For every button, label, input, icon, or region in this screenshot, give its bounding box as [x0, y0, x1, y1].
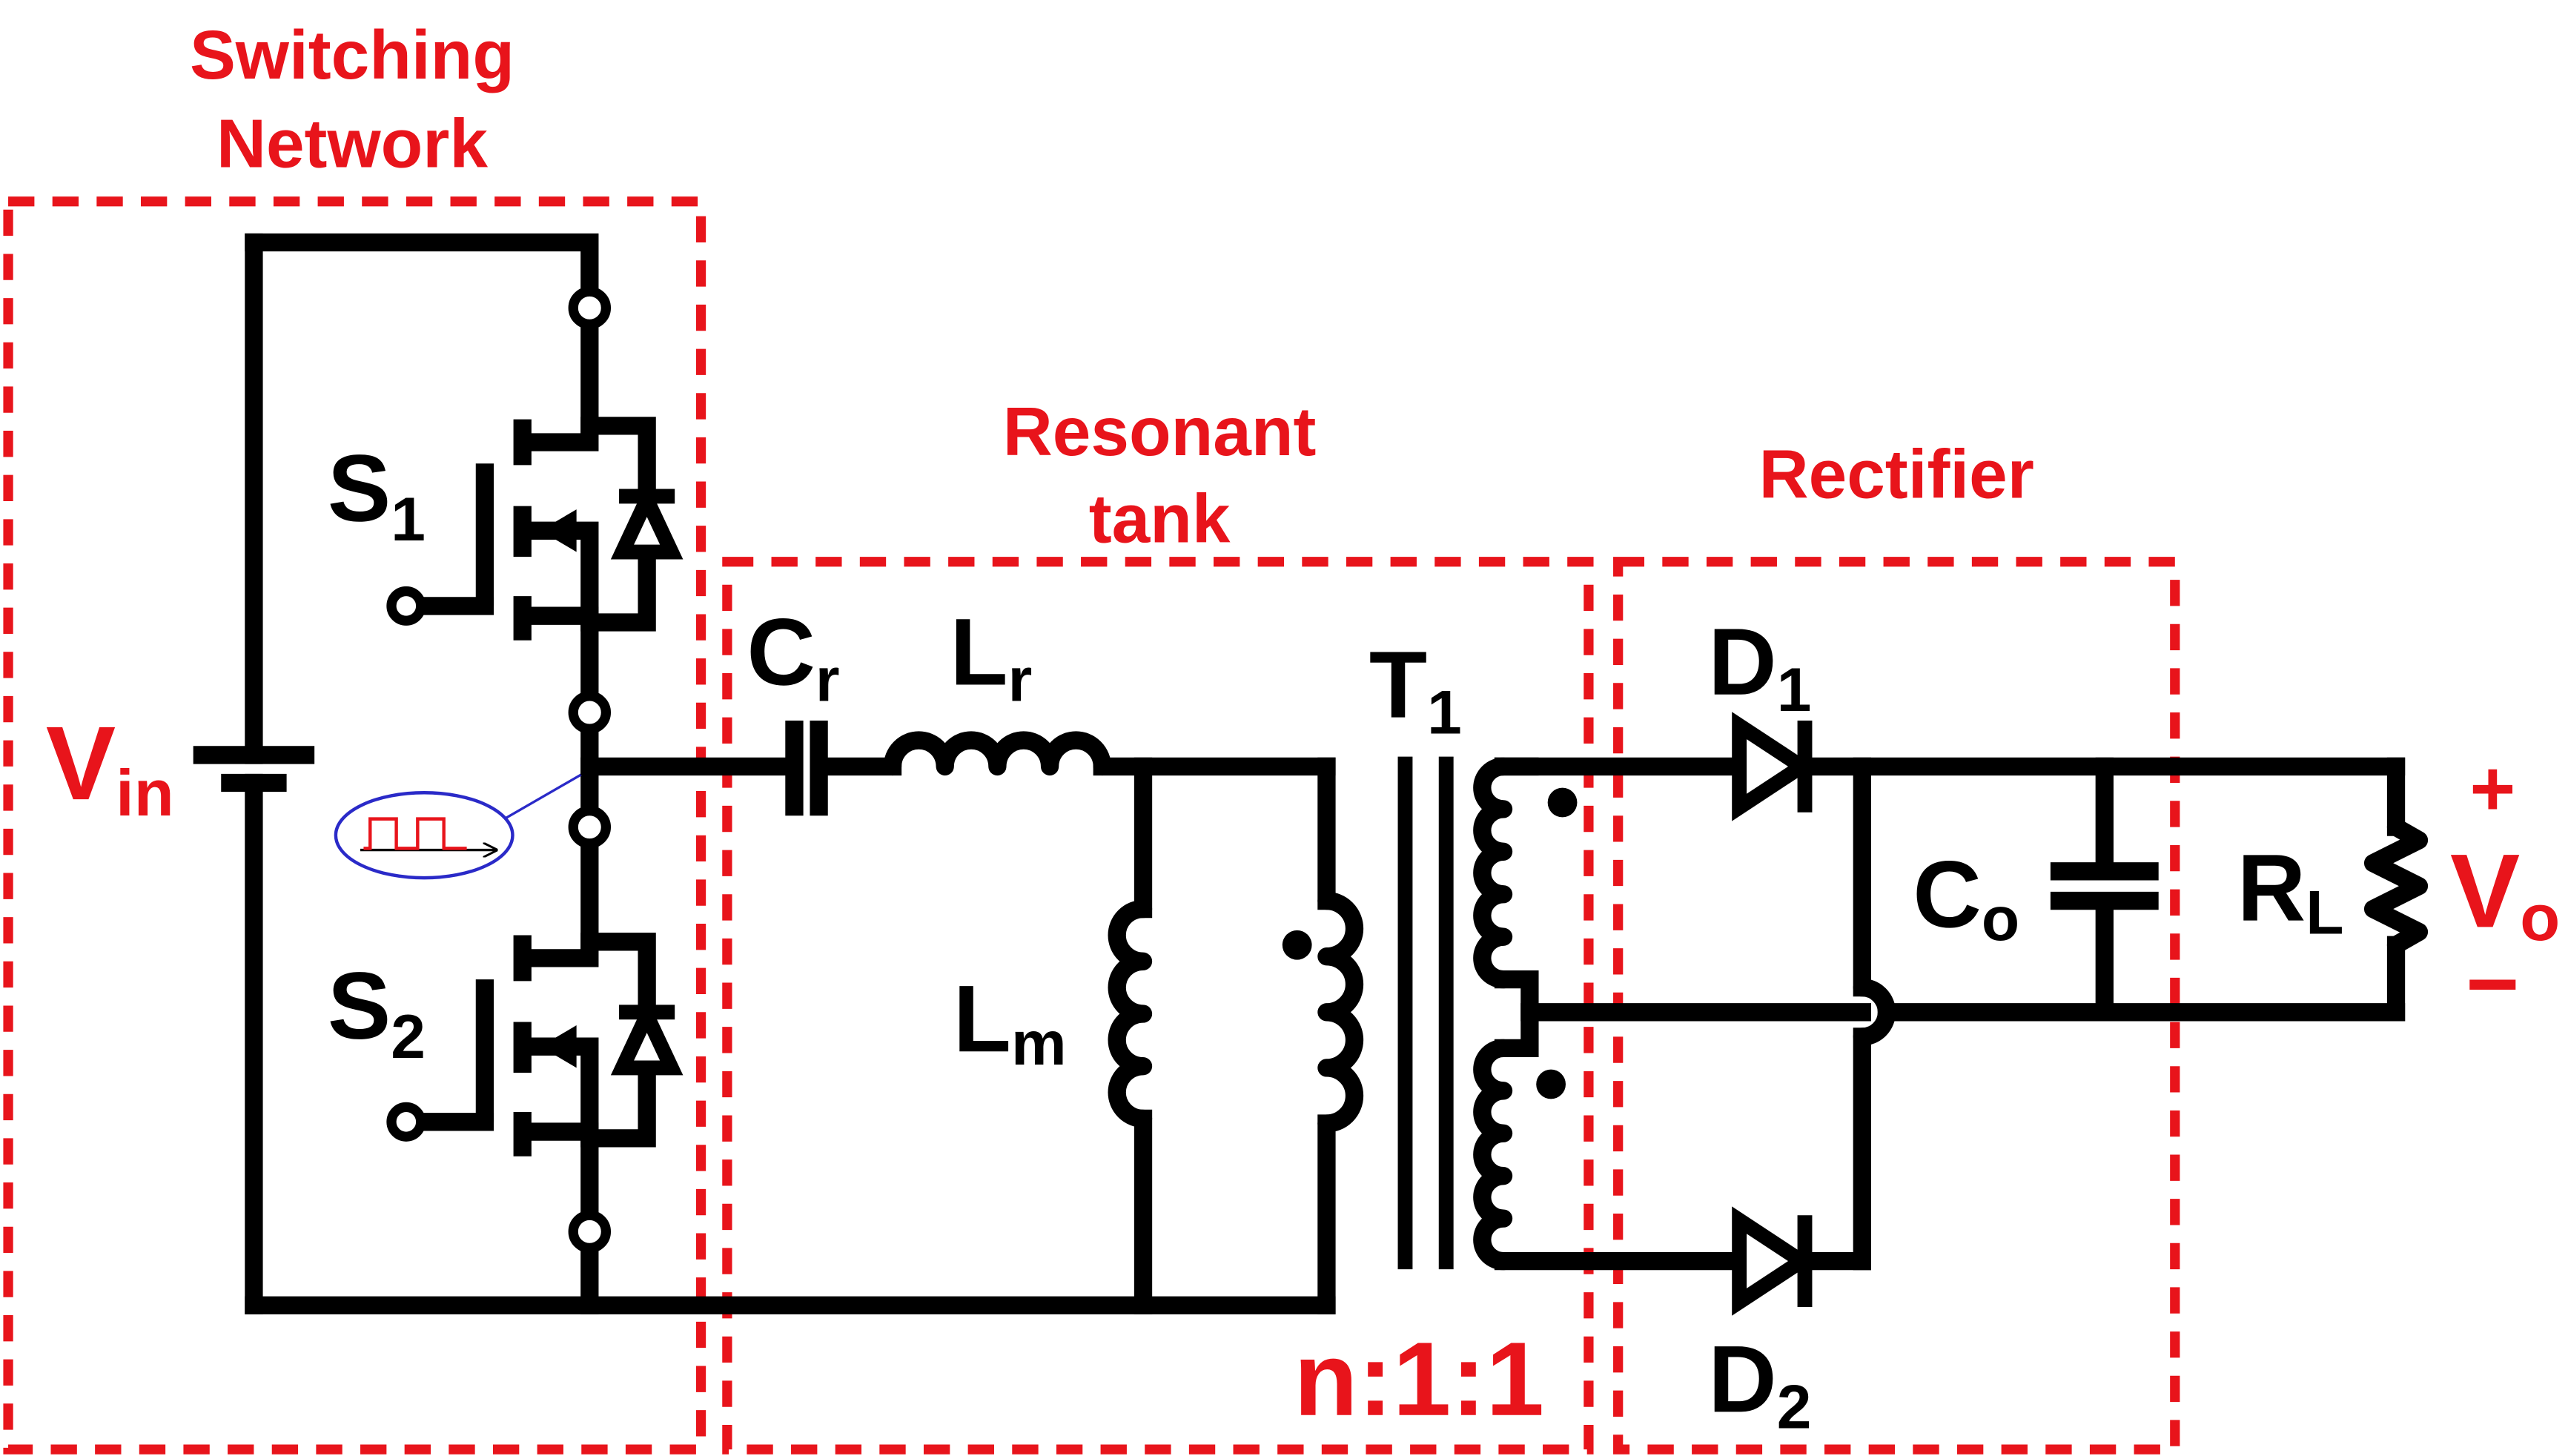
mosfet-s1 [386, 417, 684, 641]
s1-label: S1 [328, 436, 426, 555]
secondary-windings [1473, 757, 1871, 1271]
resonant-tank-label-line2: tank [1089, 480, 1231, 557]
vo-plus-sign: + [2469, 745, 2515, 833]
secondary-dot-lower [1536, 1069, 1566, 1099]
d1-label: D1 [1708, 609, 1811, 724]
mosfet-s2 [386, 933, 684, 1156]
resonant-tank-label-line1: Resonant [1003, 393, 1317, 470]
primary-dot [1282, 930, 1312, 960]
cr-label: Cr [747, 599, 839, 714]
square-wave-callout [334, 768, 591, 880]
rectifier-label: Rectifier [1759, 436, 2034, 513]
lm-label: Lm [953, 966, 1067, 1078]
secondary-dot-upper [1547, 787, 1578, 818]
vo-label: Vo [2450, 832, 2560, 954]
rectifier-wiring [1494, 712, 2429, 1316]
switch-terminal-mid-lower [568, 805, 612, 849]
s2-label: S2 [328, 953, 426, 1072]
transformer-core [1397, 756, 1454, 1270]
lr-label: Lr [950, 599, 1032, 714]
vin-label: Vin [46, 704, 174, 830]
rl-label: RL [2237, 835, 2344, 947]
t1-label: T1 [1369, 632, 1462, 747]
switching-network-label-line2: Network [216, 105, 488, 182]
resonant-tank-wiring [580, 721, 1364, 1314]
switch-terminal-top [568, 286, 612, 330]
switching-network-label-line1: Switching [190, 16, 514, 93]
d2-label: D2 [1708, 1326, 1811, 1441]
switch-terminal-bottom [568, 1210, 612, 1254]
co-label: Co [1913, 841, 2019, 953]
switch-terminal-mid-upper [568, 691, 612, 734]
vo-minus-sign: − [2466, 933, 2519, 1036]
turns-ratio-label: n:1:1 [1294, 1320, 1544, 1437]
vin-battery-symbol [193, 746, 315, 792]
